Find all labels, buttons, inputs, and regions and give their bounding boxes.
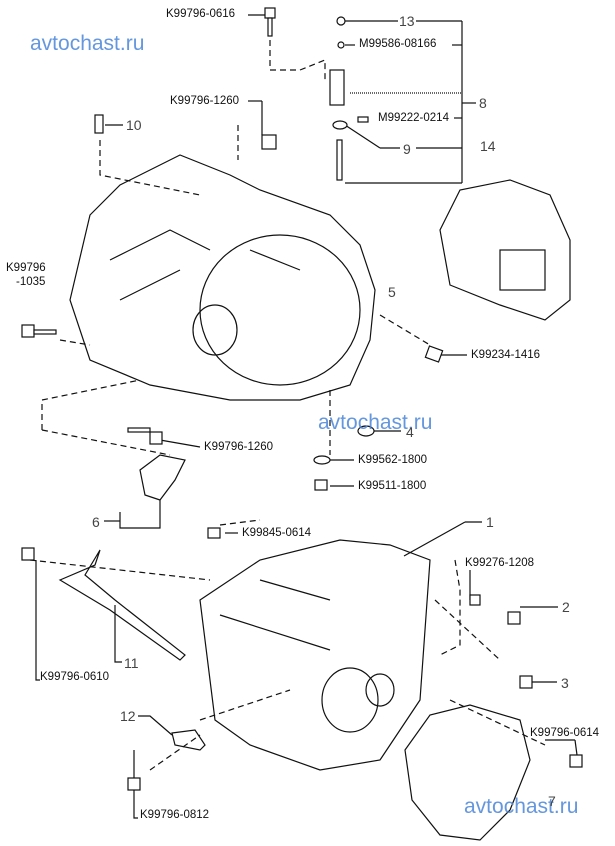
bracket-11 (58, 549, 186, 661)
callout-2: 2 (562, 599, 570, 615)
callout-1: 1 (486, 514, 494, 530)
part-label: M99222-0214 (378, 112, 449, 124)
bracket-12 (171, 729, 206, 751)
part-label: K99796-1260 (204, 441, 274, 453)
part-label: -1035 (16, 276, 46, 288)
transaxle-assembly-illustration (439, 179, 571, 321)
leader-lines (35, 14, 578, 819)
part-label: K99511-1800 (358, 480, 427, 492)
fasteners (21, 7, 583, 791)
end-cover (404, 704, 531, 841)
callout-10: 10 (126, 117, 142, 133)
callout-4: 4 (406, 424, 414, 440)
transaxle-case (199, 539, 431, 771)
part-label: K99276-1208 (465, 557, 535, 569)
part-label: K99234-1416 (471, 349, 541, 361)
watermark: avtochast.ru (318, 411, 433, 434)
callout-6: 6 (92, 514, 100, 530)
upper-clutch-housing (69, 154, 376, 401)
callout-7: 7 (548, 793, 556, 809)
part-label: K99796-0610 (40, 671, 110, 683)
part-label: K99796-0812 (140, 809, 210, 821)
assembly-lines (29, 40, 546, 771)
callout-3: 3 (561, 675, 569, 691)
callout-11: 11 (124, 655, 139, 671)
callout-5: 5 (388, 284, 396, 300)
part-label: K99796 (6, 262, 46, 274)
plate-6 (139, 454, 186, 501)
callout-8: 8 (479, 95, 487, 111)
callout-12: 12 (120, 708, 136, 724)
part-label: K99796-0614 (530, 727, 600, 739)
part-label: K99796-0616 (166, 8, 236, 20)
part-label: M99586-08166 (359, 38, 437, 50)
part-label: K99562-1800 (358, 454, 428, 466)
callout-14: 14 (480, 138, 496, 154)
watermark: avtochast.ru (464, 795, 579, 818)
callout-9: 9 (403, 141, 411, 157)
watermark: avtochast.ru (30, 32, 145, 55)
part-label: K99845-0614 (242, 527, 312, 539)
part-label: K99796-1260 (170, 95, 240, 107)
callout-13: 13 (399, 13, 415, 29)
